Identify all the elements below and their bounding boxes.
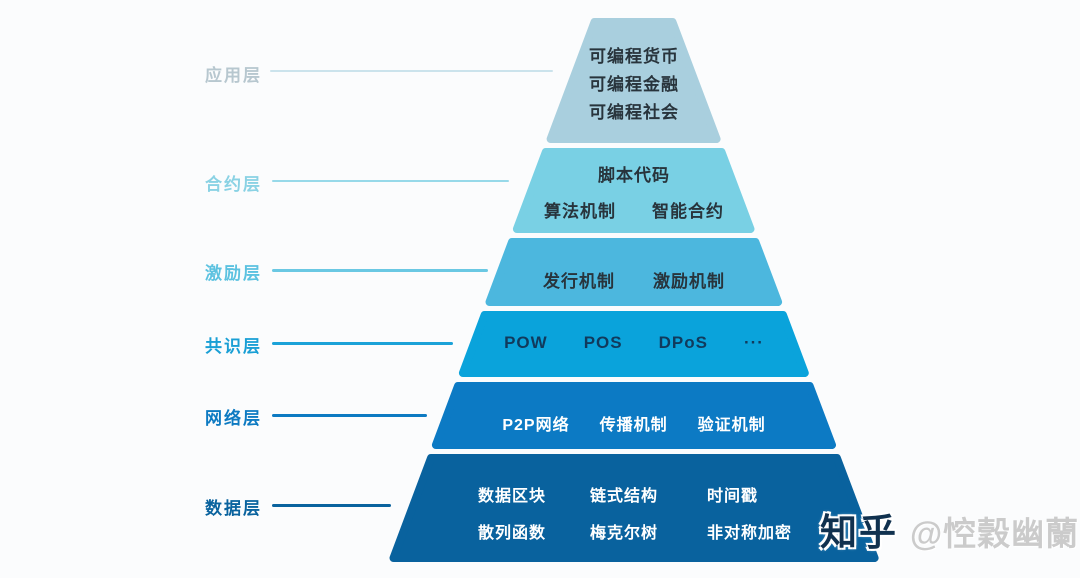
layer-data-shape [389, 454, 879, 562]
zhihu-logo-text: 知乎 [820, 512, 898, 553]
layer-item: 激励机制 [653, 272, 725, 291]
layer-item: 链式结构 [590, 488, 659, 505]
layer-item: 散列函数 [478, 525, 547, 542]
layer-item: 可编程社会 [589, 103, 679, 122]
layer-data-row2: 散列函数 梅克尔树 非对称加密 [478, 519, 792, 543]
layer-item: 算法机制 [544, 202, 616, 221]
label-application-layer: 应用层 [205, 66, 262, 85]
layer-item: 传播机制 [599, 417, 668, 434]
watermark: 知乎 @悾穀幽蘭 [820, 502, 1079, 556]
layer-item: 可编程金融 [589, 75, 679, 94]
layer-item: 时间戳 [707, 488, 759, 505]
layer-item: 可编程货币 [589, 47, 679, 66]
leader-line-data [272, 504, 391, 507]
label-incentive-layer: 激励层 [205, 264, 262, 283]
ellipsis-dots: ··· [743, 333, 764, 352]
layer-item: DPoS [658, 333, 708, 352]
layer-application-shape [546, 18, 721, 143]
layer-item: 数据区块 [478, 488, 547, 505]
layer-item: 智能合约 [652, 202, 724, 221]
layer-item: 梅克尔树 [590, 525, 659, 542]
layer-data-row1: 数据区块 链式结构 时间戳 [478, 482, 758, 506]
layer-item: POS [583, 333, 623, 352]
leader-line-network [272, 414, 427, 417]
label-contract-layer: 合约层 [205, 175, 262, 194]
layer-consensus-shape [458, 311, 809, 377]
leader-line-consensus [272, 342, 453, 345]
label-network-layer: 网络层 [205, 409, 262, 428]
label-consensus-layer: 共识层 [205, 337, 262, 356]
leader-line-incentive [272, 269, 488, 272]
layer-application-items: 可编程货币 可编程金融 可编程社会 [589, 43, 679, 127]
layer-network-shape [431, 382, 836, 449]
watermark-author: @悾穀幽蘭 [910, 515, 1080, 552]
leader-line-contract [272, 180, 509, 182]
layer-item: 非对称加密 [707, 525, 793, 542]
layer-item: 脚本代码 [598, 166, 670, 185]
layer-item: 验证机制 [697, 417, 766, 434]
layer-network-row: P2P网络 传播机制 验证机制 [502, 411, 765, 435]
layer-item: POW [504, 333, 548, 352]
layer-incentive-shape [485, 238, 783, 306]
layer-item: 发行机制 [543, 272, 615, 291]
layer-contract-shape [512, 148, 755, 233]
layer-contract-row1: 脚本代码 [598, 161, 670, 186]
label-data-layer: 数据层 [205, 499, 262, 518]
layer-contract-row2: 算法机制 智能合约 [544, 197, 724, 222]
layer-incentive-row: 发行机制 激励机制 [543, 267, 725, 292]
leader-line-application [270, 70, 553, 72]
layer-item: P2P网络 [502, 417, 570, 434]
layer-consensus-row: POW POS DPoS ··· [504, 333, 764, 353]
